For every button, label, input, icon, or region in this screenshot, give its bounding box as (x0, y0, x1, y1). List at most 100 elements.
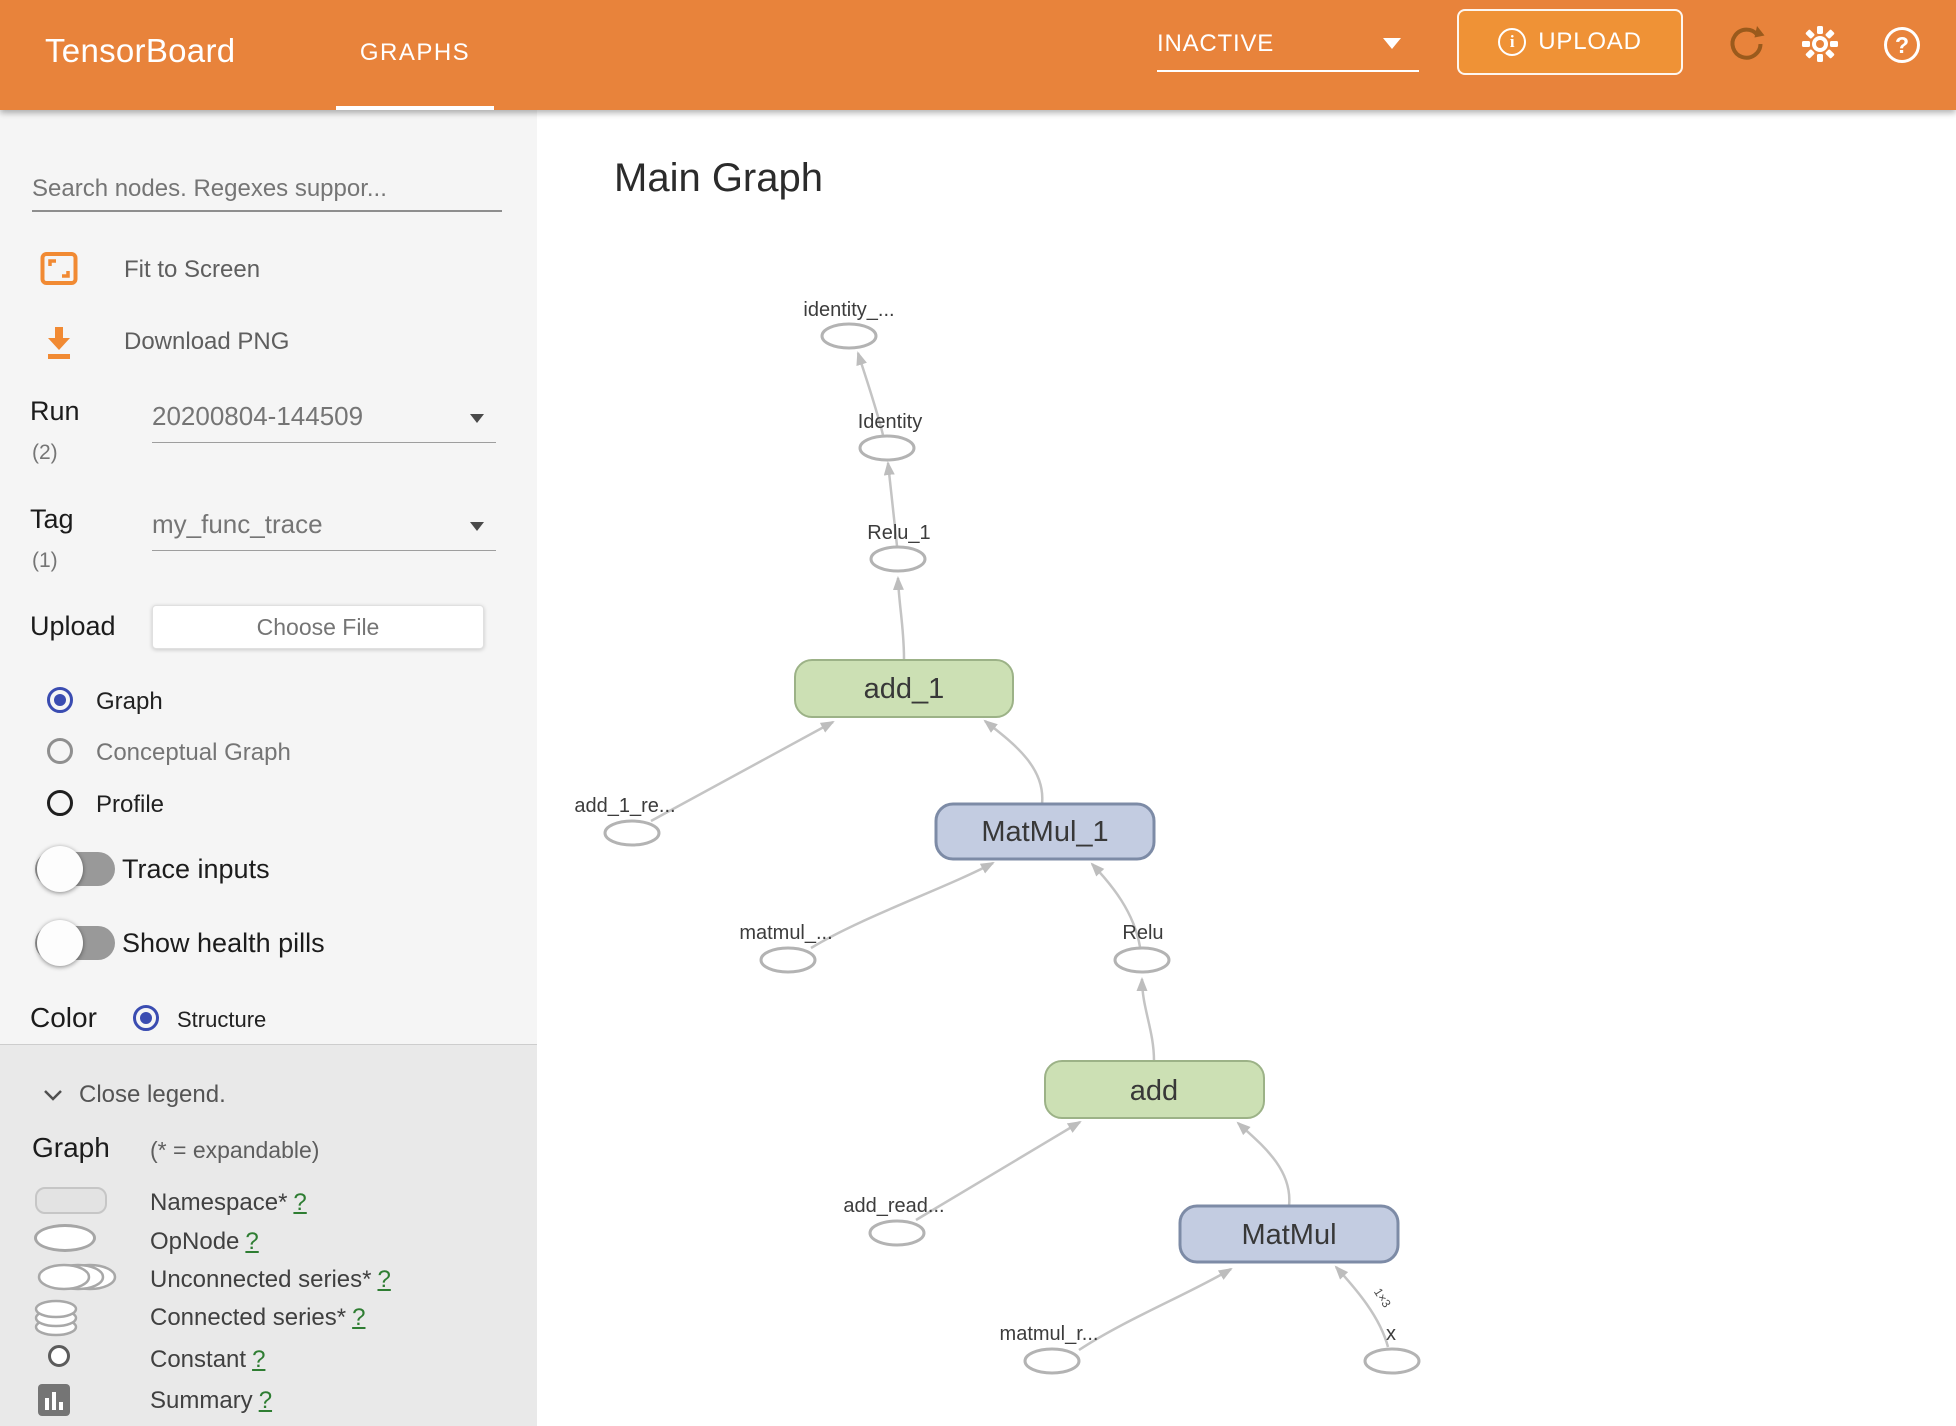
edge-matmul_r-matmul (1078, 1267, 1233, 1352)
node-add_read[interactable]: add_read... (843, 1195, 945, 1247)
edge-add-relu (1136, 977, 1156, 1062)
radio-graph-label[interactable]: Graph (96, 688, 163, 715)
unconnected-series-swatch-icon (37, 1263, 117, 1291)
opnode-help-link[interactable]: ? (245, 1228, 259, 1255)
status-dropdown[interactable]: INACTIVE (1157, 0, 1419, 110)
constant-help-link[interactable]: ? (252, 1346, 266, 1373)
radio-structure-label[interactable]: Structure (177, 1007, 267, 1032)
node-matmul[interactable]: MatMul (1178, 1204, 1400, 1264)
node-relu_1[interactable]: Relu_1 (867, 522, 931, 573)
tag-select[interactable]: my_func_trace (152, 509, 323, 539)
radio-conceptual-graph[interactable] (47, 738, 73, 764)
radio-conceptual-graph-label[interactable]: Conceptual Graph (96, 739, 291, 766)
search-input[interactable] (32, 168, 502, 212)
chevron-down-icon (1383, 38, 1401, 49)
svg-text:matmul_...: matmul_... (739, 922, 832, 944)
edge-add_1-relu_1 (892, 576, 906, 660)
tab-graphs[interactable]: GRAPHS (336, 0, 494, 110)
health-pills-label: Show health pills (122, 928, 325, 958)
svg-text:add_1: add_1 (864, 673, 945, 705)
trace-inputs-toggle-knob[interactable] (37, 846, 83, 892)
status-underline (1157, 70, 1419, 72)
tab-graphs-label: GRAPHS (359, 39, 471, 66)
node-matmul_1[interactable]: MatMul_1 (934, 802, 1156, 861)
tag-label: Tag (30, 504, 74, 534)
edge-add_read-add (915, 1120, 1082, 1222)
node-add[interactable]: add (1044, 1060, 1265, 1119)
upload-button-label: UPLOAD (1538, 28, 1642, 55)
app-header: TensorBoard GRAPHS INACTIVE i UPLOAD ? (0, 0, 1956, 110)
radio-structure[interactable] (133, 1005, 159, 1031)
edge-matmul_in-matmul_1 (810, 861, 995, 950)
edge-matmul-add (1236, 1121, 1291, 1207)
radio-profile[interactable] (47, 790, 73, 816)
tag-count: (1) (32, 549, 58, 572)
legend-item-summary: Summary? (150, 1387, 273, 1414)
svg-text:matmul_r...: matmul_r... (1000, 1323, 1099, 1345)
choose-file-button[interactable]: Choose File (152, 605, 484, 649)
edge-shape-label: 1×3 (1371, 1285, 1394, 1310)
health-pills-toggle-knob[interactable] (37, 920, 83, 966)
node-identity[interactable]: Identity (858, 411, 922, 462)
node-matmul_r[interactable]: matmul_r... (1000, 1323, 1099, 1375)
svg-text:x: x (1386, 1323, 1396, 1345)
run-caret-icon[interactable] (470, 414, 484, 423)
upload-button[interactable]: i UPLOAD (1457, 9, 1683, 75)
unconnected-series-help-link[interactable]: ? (377, 1266, 391, 1293)
summary-help-link[interactable]: ? (258, 1387, 273, 1414)
node-relu[interactable]: Relu (1113, 922, 1171, 974)
sidebar: Fit to Screen Download PNG Run (2) 20200… (0, 110, 537, 1426)
legend-item-connected-series: Connected series*? (150, 1304, 366, 1331)
opnode-swatch-icon (34, 1224, 96, 1252)
run-count: (2) (32, 441, 58, 464)
upload-label: Upload (30, 611, 116, 641)
node-x[interactable]: x (1363, 1323, 1421, 1375)
svg-text:identity_...: identity_... (803, 299, 894, 321)
namespace-help-link[interactable]: ? (293, 1189, 307, 1216)
chevron-down-icon[interactable] (43, 1088, 63, 1102)
edge-relu-matmul_1 (1090, 862, 1142, 948)
svg-text:add_1_re...: add_1_re... (574, 795, 675, 817)
gear-icon[interactable] (1800, 24, 1840, 64)
svg-text:Relu_1: Relu_1 (867, 522, 930, 544)
legend-item-constant: Constant? (150, 1346, 266, 1373)
download-icon[interactable] (44, 325, 74, 361)
refresh-icon[interactable] (1726, 24, 1766, 64)
tag-underline (152, 550, 496, 551)
status-value: INACTIVE (1157, 30, 1275, 57)
radio-graph[interactable] (47, 687, 73, 713)
node-identity_out[interactable]: identity_... (803, 299, 895, 350)
legend-item-namespace: Namespace*? (150, 1189, 307, 1216)
help-icon[interactable]: ? (1884, 27, 1920, 63)
edge-add_1_re-add_1 (650, 720, 835, 823)
svg-text:MatMul: MatMul (1241, 1219, 1336, 1251)
run-label: Run (30, 396, 80, 426)
edge-identity-identity_out (856, 351, 885, 436)
legend-expandable-note: (* = expandable) (150, 1137, 320, 1163)
svg-text:Identity: Identity (858, 411, 922, 433)
info-icon: i (1498, 28, 1527, 56)
legend-item-opnode: OpNode? (150, 1228, 259, 1255)
connected-series-swatch-icon (34, 1299, 78, 1337)
svg-text:Relu: Relu (1122, 922, 1163, 944)
node-add_1[interactable]: add_1 (794, 659, 1014, 718)
fit-to-screen-icon[interactable] (40, 251, 78, 287)
fit-to-screen-button[interactable]: Fit to Screen (124, 256, 261, 283)
node-add_1_re[interactable]: add_1_re... (574, 795, 676, 847)
svg-text:MatMul_1: MatMul_1 (981, 816, 1108, 848)
node-matmul_in[interactable]: matmul_... (739, 922, 833, 974)
edge-x-matmul (1334, 1265, 1390, 1348)
connected-series-help-link[interactable]: ? (352, 1304, 366, 1331)
edge-relu_1-identity (883, 461, 899, 547)
tag-caret-icon[interactable] (470, 522, 484, 531)
close-legend-button[interactable]: Close legend. (79, 1081, 226, 1108)
summary-swatch-icon (38, 1384, 70, 1416)
page-title: Main Graph (614, 156, 823, 200)
legend-header: Graph (32, 1132, 110, 1163)
run-select[interactable]: 20200804-144509 (152, 401, 364, 431)
edge-matmul_1-add_1 (983, 719, 1044, 805)
download-png-button[interactable]: Download PNG (124, 328, 290, 355)
radio-profile-label[interactable]: Profile (96, 791, 165, 818)
